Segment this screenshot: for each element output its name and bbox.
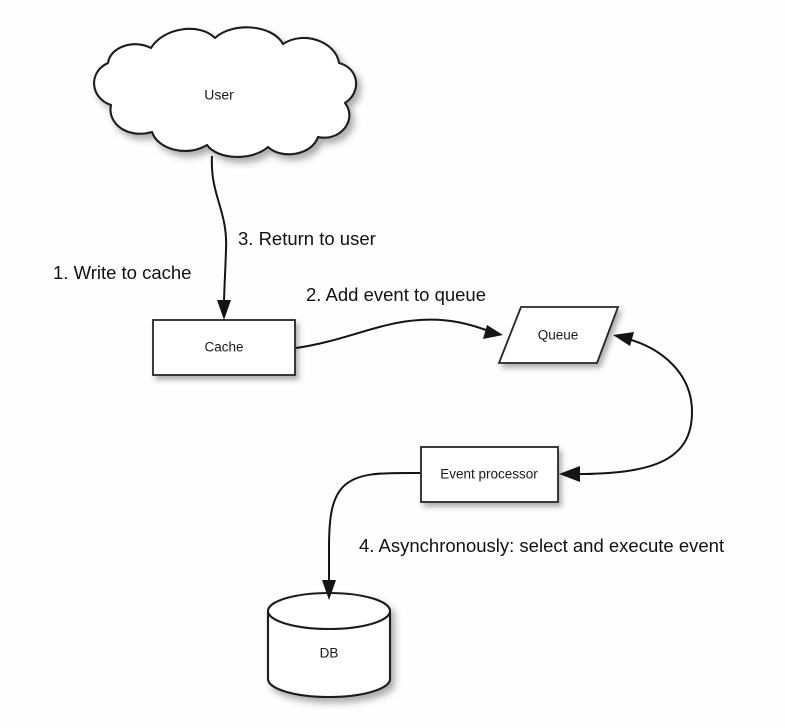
node-event-processor[interactable]: Event processor xyxy=(420,446,559,503)
edge-user-to-cache xyxy=(210,155,231,320)
node-user-label: User xyxy=(204,87,234,103)
node-event-processor-label: Event processor xyxy=(440,467,538,482)
node-db[interactable]: DB xyxy=(266,591,392,699)
edge-label-step2: 2. Add event to queue xyxy=(306,284,486,305)
arrowhead-queue-in xyxy=(483,325,503,339)
edge-label-step4: 4. Asynchronously: select and execute ev… xyxy=(359,535,724,556)
arrowhead-processor xyxy=(559,466,580,482)
edge-queue-to-processor xyxy=(559,466,593,482)
edge-label-step3: 3. Return to user xyxy=(238,228,376,249)
edge-cache-to-queue xyxy=(295,318,503,349)
edge-processor-to-queue xyxy=(574,332,694,475)
node-queue-label: Queue xyxy=(538,328,579,343)
arrowhead-cache xyxy=(217,300,231,320)
arrowhead-db xyxy=(322,580,336,600)
node-cache[interactable]: Cache xyxy=(152,319,296,376)
node-user[interactable]: User xyxy=(93,26,358,158)
node-db-label: DB xyxy=(320,646,339,661)
node-queue[interactable]: Queue xyxy=(497,306,620,364)
node-cache-label: Cache xyxy=(204,340,243,355)
edge-processor-to-db xyxy=(322,471,421,600)
arrowhead-queue-right xyxy=(613,332,634,346)
edge-label-step1: 1. Write to cache xyxy=(53,262,191,283)
